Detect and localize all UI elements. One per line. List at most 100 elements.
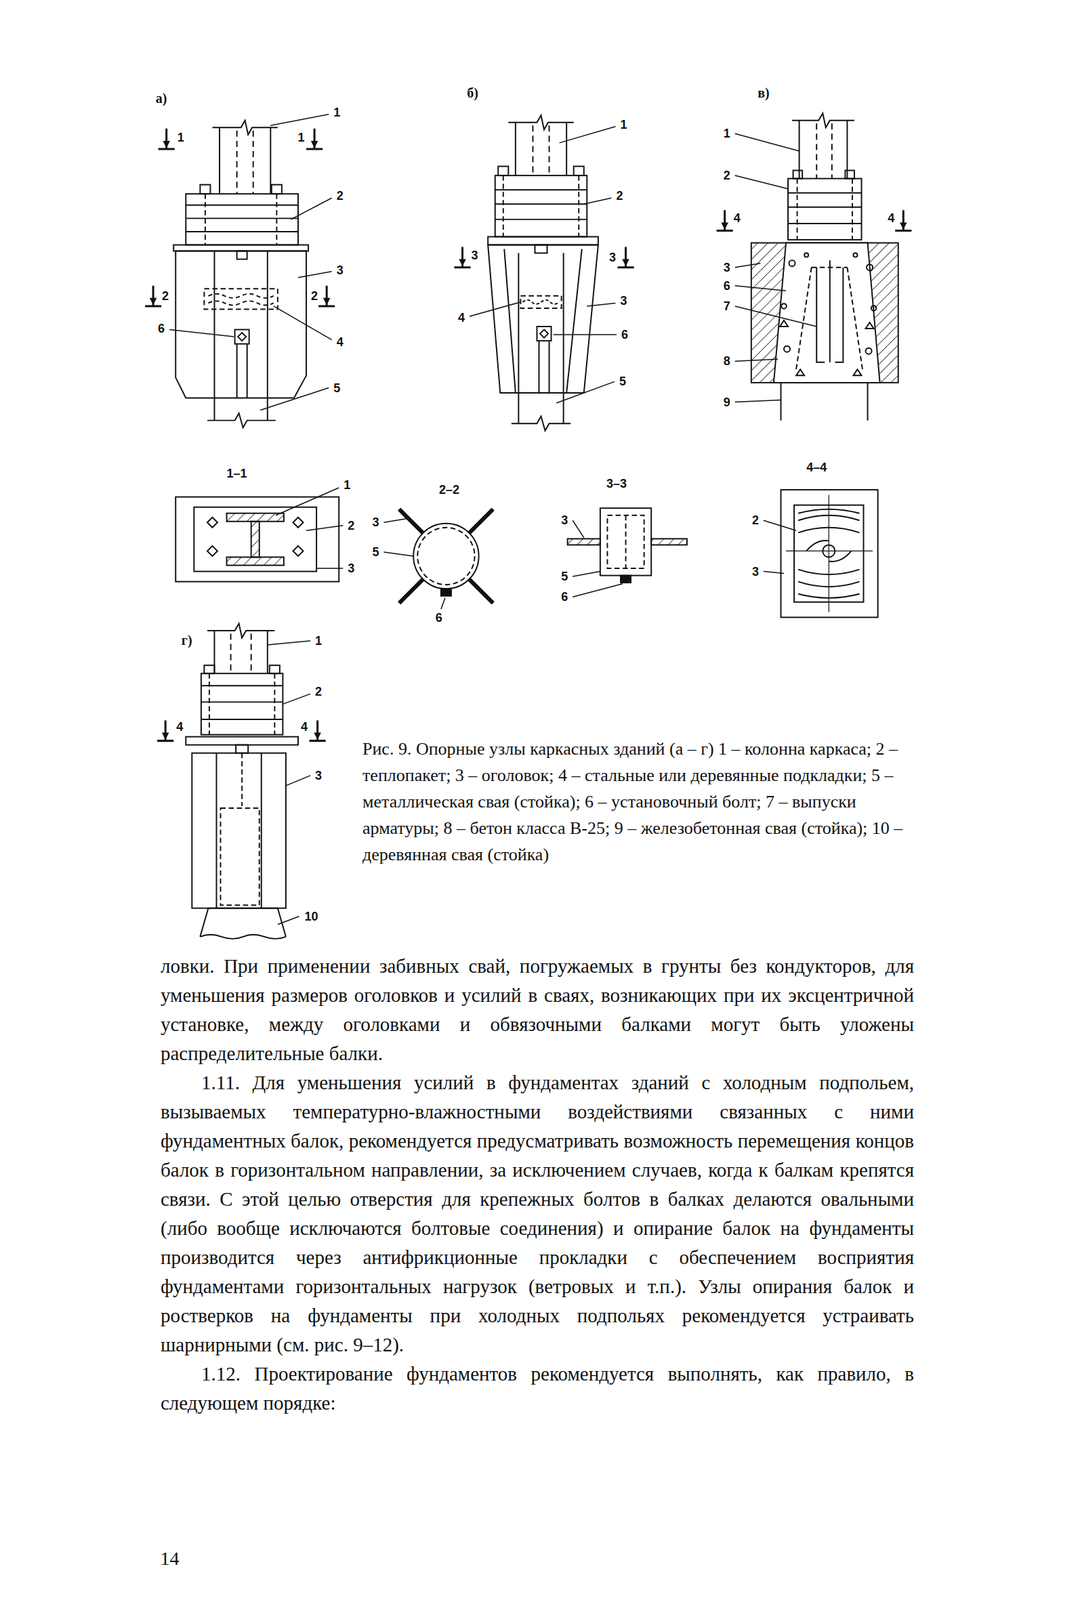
support-node-c	[793, 170, 803, 179]
page-number: 14	[160, 1549, 180, 1569]
support-node-b	[515, 122, 567, 176]
callout-number: 2	[616, 189, 624, 202]
figure-letter: а)	[155, 91, 168, 106]
section-mark-arrow	[617, 247, 634, 268]
section-mark: 3	[609, 251, 616, 264]
support-node-c	[751, 113, 899, 421]
section-mark-arrow	[157, 720, 174, 742]
callout-number: 2	[336, 189, 344, 202]
callout-number: 4	[336, 336, 344, 349]
support-node-d	[231, 633, 252, 674]
support-node-b	[503, 175, 579, 237]
section-1-1	[175, 497, 339, 583]
section-1-1	[175, 497, 339, 583]
callout-number: 1	[315, 634, 322, 648]
section-mark-arrow	[309, 720, 326, 742]
section-2-2	[417, 527, 475, 585]
leader-line	[275, 487, 343, 569]
support-node-c	[781, 303, 787, 309]
section-title: 4–4	[806, 461, 827, 474]
support-node-a	[185, 193, 299, 245]
support-node-a	[203, 288, 278, 309]
support-node-b	[532, 125, 549, 176]
callout-number: 1	[620, 118, 628, 131]
leader-line	[572, 520, 623, 597]
support-node-b	[538, 340, 549, 393]
support-node-d	[199, 908, 286, 938]
support-node-a	[237, 130, 254, 194]
section-3-3	[651, 538, 688, 545]
section-title: 2–2	[439, 483, 460, 496]
support-node-b	[487, 245, 599, 393]
section-mark: 4	[176, 720, 183, 734]
support-node-a	[237, 344, 248, 399]
section-mark: 1	[177, 131, 185, 144]
support-node-a	[237, 251, 248, 260]
section-4-4	[781, 489, 879, 618]
body-paragraph: ловки. При применении забивных свай, пог…	[160, 951, 915, 1069]
leader-line	[735, 133, 818, 402]
support-node-d	[220, 808, 260, 906]
callout-number: 6	[621, 328, 629, 341]
support-node-c	[865, 348, 872, 355]
support-node-c	[787, 178, 862, 240]
callout-number: 2	[752, 514, 759, 527]
callout-number: 5	[371, 546, 379, 559]
support-node-b	[508, 115, 574, 130]
leader-line	[267, 640, 311, 925]
support-node-b	[487, 236, 599, 245]
support-node-c	[787, 193, 862, 224]
section-4-4	[785, 495, 873, 613]
support-node-c	[797, 178, 853, 240]
section-mark: 2	[310, 289, 318, 303]
support-node-a	[235, 329, 250, 345]
section-mark-arrow	[158, 128, 175, 150]
support-node-d	[216, 753, 261, 909]
callout-number: 3	[315, 769, 322, 782]
support-node-d	[207, 623, 275, 638]
callout-number: 1	[723, 127, 731, 140]
body-paragraph: 1.12. Проектирование фундаментов рекомен…	[160, 1359, 915, 1419]
support-node-d	[201, 685, 284, 720]
support-node-a	[208, 294, 274, 306]
callout-number: 8	[723, 355, 731, 368]
callout-number: 3	[336, 264, 344, 277]
support-node-b	[497, 166, 509, 177]
support-node-d	[201, 673, 284, 735]
callout-number: 6	[723, 279, 731, 293]
section-3-3	[567, 538, 601, 545]
figure-letter: в)	[757, 86, 770, 100]
section-2-2	[441, 588, 452, 597]
support-node-a	[219, 127, 271, 194]
callout-number: 3	[752, 565, 759, 578]
support-node-a	[199, 184, 211, 195]
support-node-c	[853, 253, 858, 258]
section-mark-arrow	[306, 128, 323, 150]
callout-number: 6	[435, 611, 443, 625]
support-node-a	[173, 120, 309, 428]
figure-letter: г)	[181, 633, 193, 648]
support-node-c	[799, 120, 848, 179]
support-node-c	[804, 253, 809, 258]
section-mark: 4	[887, 212, 895, 225]
support-node-b	[495, 189, 588, 220]
section-1-1	[207, 517, 304, 557]
leader-line	[384, 518, 446, 610]
section-title: 3–3	[606, 477, 627, 490]
support-node-c	[783, 346, 791, 353]
section-mark: 1	[297, 131, 305, 144]
callout-number: 5	[333, 382, 341, 395]
callout-number: 2	[723, 169, 731, 182]
callout-number: 9	[723, 396, 731, 409]
callout-number: 10	[304, 910, 319, 923]
section-4-4	[822, 544, 835, 557]
support-node-a	[175, 251, 307, 399]
leader-line	[169, 114, 332, 411]
callout-number: 4	[458, 311, 465, 324]
support-node-d	[241, 753, 243, 807]
support-node-c	[789, 260, 796, 267]
section-3-3	[625, 515, 627, 569]
section-mark-arrow	[318, 285, 335, 307]
support-node-c	[844, 170, 855, 179]
